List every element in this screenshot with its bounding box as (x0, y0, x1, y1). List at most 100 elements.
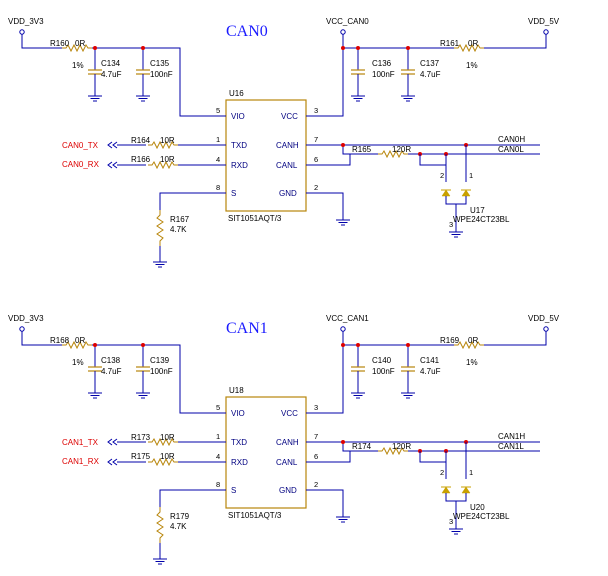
can-block-1: CAN1 VDD_3V3 VCC_CAN1 VDD_5V R168 0R 1% … (8, 314, 560, 565)
pin-num: 4 (216, 155, 220, 164)
ic-ground-icon (335, 516, 351, 523)
rail-right-a (342, 331, 454, 346)
rail-right-b (484, 34, 547, 49)
c2-value: 100nF (150, 70, 173, 79)
junction-dot (356, 46, 360, 50)
c3-value: 100nF (372, 367, 395, 376)
tvs-pin-num: 3 (449, 220, 453, 229)
canh-net-label: CAN1H (498, 432, 525, 441)
r-out-tol: 1% (466, 358, 478, 367)
r-rx-value: 10R (160, 452, 175, 461)
r-rx-ref: R166 (131, 155, 151, 164)
r-out-value: 0R (468, 39, 478, 48)
r-in-tol: 1% (72, 61, 84, 70)
pin-name: CANL (276, 458, 298, 467)
tvs-pin-num: 1 (469, 171, 473, 180)
vdd-5v-label: VDD_5V (528, 17, 560, 26)
c2-capacitor-icon (135, 366, 151, 372)
r-out-value: 0R (468, 336, 478, 345)
s-wire (159, 489, 200, 509)
r-in-tol: 1% (72, 358, 84, 367)
c4-ground-icon (400, 392, 416, 399)
pin-num: 7 (314, 432, 318, 441)
pin-name: CANH (276, 438, 299, 447)
canl-net-label: CAN1L (498, 442, 524, 451)
tvs-pin-num: 1 (469, 468, 473, 477)
tvs-ground-icon (448, 528, 464, 535)
junction-dot (93, 343, 97, 347)
r-tx-value: 10R (160, 433, 175, 442)
c3-ground-icon (350, 392, 366, 399)
rx-port-icon (107, 458, 118, 466)
vcc-can-power-icon (340, 326, 346, 332)
junction-dot (341, 343, 345, 347)
tvs-diode-icon (460, 189, 472, 197)
canh-net-label: CAN0H (498, 135, 525, 144)
r-tx-value: 10R (160, 136, 175, 145)
c4-capacitor-icon (400, 366, 416, 372)
transceiver-ic (225, 99, 307, 212)
vcc-drop (333, 345, 344, 414)
c1-capacitor-icon (87, 69, 103, 75)
c2-ref: C135 (150, 59, 170, 68)
ic-ref: U18 (229, 386, 244, 395)
tvs-ref: U20 (470, 503, 485, 512)
tvs-ground-icon (448, 231, 464, 238)
c2-value: 100nF (150, 367, 173, 376)
pin-name: RXD (231, 458, 248, 467)
r-rx-ref: R175 (131, 452, 151, 461)
c2-ground-icon (135, 392, 151, 399)
gnd-wire (333, 192, 344, 220)
pin-name: TXD (231, 141, 247, 150)
tvs-part: WPE24CT23BL (453, 215, 510, 224)
pin-num: 5 (216, 106, 220, 115)
tvs-wire-left (419, 451, 447, 479)
r-in-value: 0R (75, 336, 85, 345)
pin-num: 5 (216, 403, 220, 412)
rail-left-a (21, 331, 62, 346)
tx-port-icon (107, 141, 118, 149)
gnd-wire (333, 489, 344, 517)
pin-name: VIO (231, 112, 245, 121)
c1-capacitor-icon (87, 366, 103, 372)
vdd-in-power-icon (19, 326, 25, 332)
pin-name: CANL (276, 161, 298, 170)
c1-ground-icon (87, 392, 103, 399)
pin-num: 2 (314, 480, 318, 489)
pin-name: VCC (281, 409, 298, 418)
vcc-can-label: VCC_CAN1 (326, 314, 369, 323)
c3-ref: C136 (372, 59, 392, 68)
vcc-drop (333, 48, 344, 117)
can-block-0: CAN0 VDD_3V3 VCC_CAN0 VDD_5V R160 0R 1% … (8, 17, 560, 268)
tvs-diode-icon (440, 189, 452, 197)
pin-name: RXD (231, 161, 248, 170)
r-s-value: 4.7K (170, 522, 187, 531)
c4-ref: C141 (420, 356, 440, 365)
block-title: CAN0 (226, 23, 268, 40)
c4-ref: C137 (420, 59, 440, 68)
tvs-wire-bottom (445, 196, 467, 205)
c2-ref: C139 (150, 356, 170, 365)
rx-net-label: CAN1_RX (62, 457, 100, 466)
vcc-can-label: VCC_CAN0 (326, 17, 369, 26)
pin-num: 8 (216, 183, 220, 192)
c1-value: 4.7uF (101, 367, 122, 376)
pin-num: 2 (314, 183, 318, 192)
r-out-tol: 1% (466, 61, 478, 70)
c3-capacitor-icon (350, 69, 366, 75)
junction-dot (341, 46, 345, 50)
tvs-pin-num: 2 (440, 468, 444, 477)
pin-num: 6 (314, 155, 318, 164)
rail-left-a (21, 34, 62, 49)
r-s-ref: R167 (170, 215, 190, 224)
r-term-ref: R174 (352, 442, 372, 451)
ic-ref: U16 (229, 89, 244, 98)
r-in-ref: R160 (50, 39, 70, 48)
tx-net-label: CAN0_TX (62, 141, 99, 150)
rail-right-a (342, 34, 454, 49)
c1-ref: C138 (101, 356, 121, 365)
tvs-part: WPE24CT23BL (453, 512, 510, 521)
pin-name: CANH (276, 141, 299, 150)
junction-dot (341, 440, 345, 444)
